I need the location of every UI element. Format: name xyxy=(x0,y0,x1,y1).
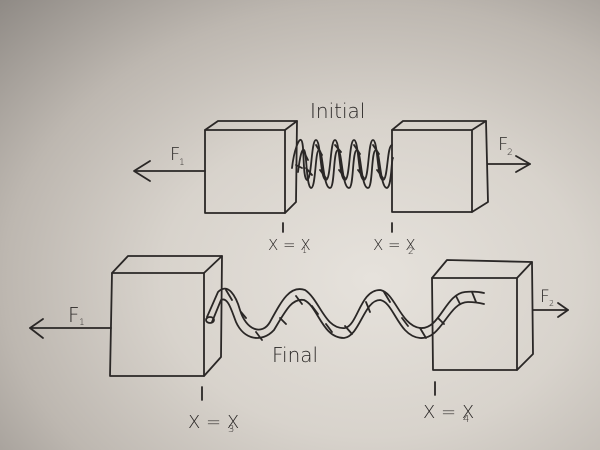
final-right-position: X = X xyxy=(423,402,474,423)
initial-left-position-sub: 1 xyxy=(302,246,307,255)
final-right-position-sub: 4 xyxy=(463,414,469,425)
initial-left-position: X = X xyxy=(268,236,311,254)
final-force-right-label: F xyxy=(540,287,550,307)
final-title: Final xyxy=(272,343,318,367)
final-position-ticks xyxy=(201,381,436,401)
final-force-left-sub: 1 xyxy=(79,318,85,328)
initial-scene: Initial F 1 F 2 xyxy=(133,99,531,257)
final-force-right-sub: 2 xyxy=(549,299,554,308)
initial-force-left-label: F xyxy=(170,144,180,165)
final-force-left-label: F xyxy=(68,303,80,327)
initial-title: Initial xyxy=(310,99,365,123)
initial-force-right-sub: 2 xyxy=(507,148,513,158)
final-force-right-arrow xyxy=(532,302,569,318)
initial-spring-compressed xyxy=(291,138,394,189)
initial-position-ticks xyxy=(282,222,393,233)
initial-right-block xyxy=(391,120,489,213)
final-spring-stretched xyxy=(205,287,485,341)
initial-left-block xyxy=(204,120,298,214)
final-left-position-sub: 3 xyxy=(228,424,234,435)
final-force-left-arrow xyxy=(29,318,112,339)
final-left-block xyxy=(109,255,223,377)
final-scene: F 1 Final F 2 X = X 3 X = X 4 xyxy=(29,255,569,435)
initial-force-left-arrow xyxy=(133,160,206,182)
initial-force-right-arrow xyxy=(487,155,531,173)
final-right-block xyxy=(431,259,534,371)
final-left-position: X = X xyxy=(188,412,239,433)
initial-force-right-label: F xyxy=(498,134,508,155)
initial-right-position-sub: 2 xyxy=(408,247,414,257)
initial-force-left-sub: 1 xyxy=(179,158,185,168)
initial-right-position: X = X xyxy=(373,236,416,254)
